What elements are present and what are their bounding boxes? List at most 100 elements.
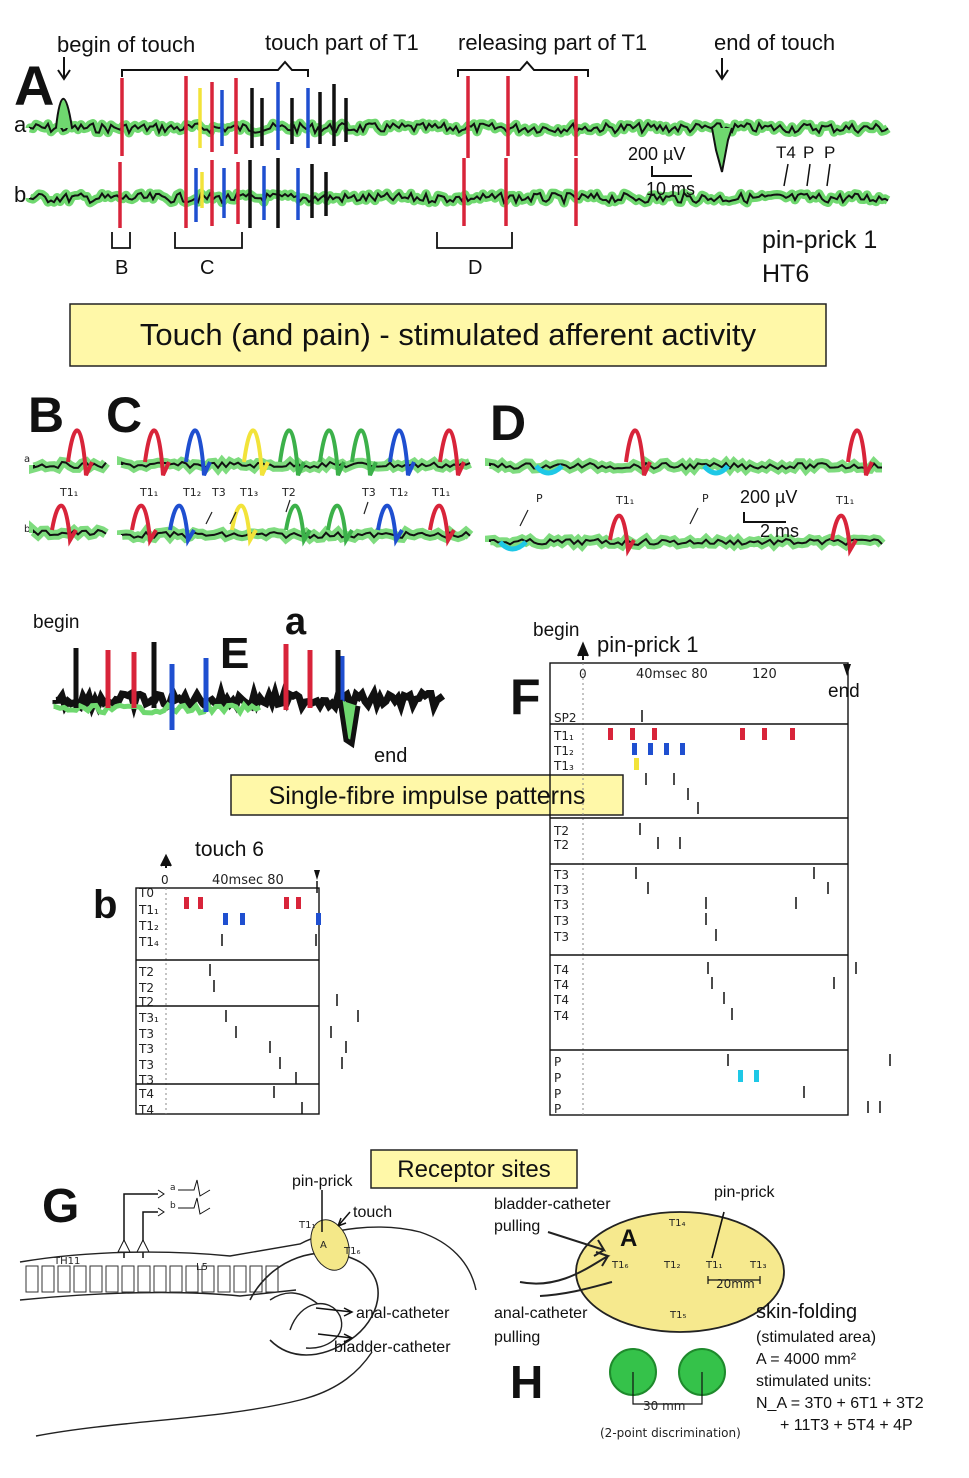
- f-block-mark: [754, 1070, 759, 1082]
- f-title: pin-prick 1: [597, 632, 698, 657]
- bcd-traces: [29, 428, 886, 557]
- eb-block-mark: [240, 913, 245, 925]
- mini-traces: [178, 1179, 211, 1215]
- bcd-wave-a: [66, 428, 94, 477]
- end-of-touch-label: end of touch: [714, 30, 835, 55]
- h-bladder-label2: pulling: [494, 1218, 540, 1235]
- trace-a-spikes: [55, 76, 733, 173]
- g-label-a: a: [170, 1183, 176, 1193]
- panel-f: begin pin-prick 1 F 0 40msec 80 120 end …: [510, 620, 891, 1116]
- c-label-7: T1₂: [389, 486, 408, 499]
- panel-d-letter: D: [490, 395, 526, 451]
- f-row-label: T4: [553, 963, 569, 977]
- eb-row-label: T1₄: [138, 935, 159, 949]
- c-trace-b: [121, 530, 471, 540]
- bcd-wave-a: [438, 428, 466, 477]
- h-site-3: T1₂: [663, 1260, 680, 1271]
- vertebra: [41, 1265, 55, 1293]
- h-site-5: T1₃: [749, 1260, 766, 1271]
- vertebra: [57, 1265, 71, 1293]
- bracket-d: [436, 232, 513, 249]
- banner-receptor-text: Receptor sites: [397, 1156, 550, 1183]
- f-row-label: T4: [553, 978, 569, 992]
- d-trace-a: [489, 461, 882, 471]
- touch-part-label: touch part of T1: [265, 30, 419, 55]
- f-row-label: P: [554, 1102, 561, 1116]
- f-block-mark: [634, 758, 639, 770]
- g-label-t16: T1₆: [343, 1246, 360, 1257]
- bcd-wave-b: [284, 503, 312, 547]
- f-begin-arrow-icon: [577, 641, 589, 660]
- bcd-wave-b: [50, 503, 78, 547]
- f-block-mark: [664, 743, 669, 755]
- g-area-letter: A: [320, 1240, 327, 1251]
- f-block-mark: [740, 728, 745, 740]
- f-row-label: P: [554, 1087, 561, 1101]
- eb-row-label: T3: [138, 1058, 154, 1072]
- banner-touch-text: Touch (and pain) - stimulated afferent a…: [140, 317, 757, 352]
- h-skin-area: [575, 1211, 785, 1333]
- eb-end-arrow-icon: [314, 870, 320, 880]
- f-row-label: T1₂: [553, 744, 574, 758]
- leg-outline: [35, 1351, 373, 1437]
- vertebra: [233, 1265, 247, 1293]
- eb-row-label: T2: [138, 981, 154, 995]
- stimulus-label: pin-prick 1: [762, 226, 877, 254]
- vertebra: [89, 1265, 103, 1293]
- eb-row-label: T2: [138, 965, 154, 979]
- eb-row-label: T3: [138, 1042, 154, 1056]
- panel-h-letter: H: [510, 1356, 543, 1408]
- f-row-label: T3: [553, 898, 569, 912]
- rectum-outline: [269, 1292, 319, 1305]
- f-block-mark: [630, 728, 635, 740]
- banner-receptor: Receptor sites: [370, 1149, 578, 1189]
- panel-a: A begin of touch touch part of T1 releas…: [14, 30, 891, 288]
- d-p-wave-a1: [534, 464, 564, 476]
- eb-begin-arrow-icon: [160, 853, 172, 868]
- marker-t4: T4: [776, 143, 796, 162]
- d-label-p2: P: [702, 492, 709, 505]
- f-group-dividers: [550, 723, 848, 1051]
- f-block-mark: [652, 728, 657, 740]
- h-site-2: T1₆: [611, 1260, 628, 1271]
- h-dist-bar: [707, 1276, 761, 1284]
- scale-voltage-d: 200 µV: [740, 487, 797, 507]
- eb-row-label: T3: [138, 1073, 154, 1087]
- vertebra: [265, 1265, 279, 1293]
- preparation-label: HT6: [762, 260, 809, 288]
- bcd-wave-a: [846, 428, 874, 477]
- bcd-wave-a: [242, 428, 270, 477]
- e-spikes: [73, 642, 361, 749]
- e-trace-halo: [53, 700, 262, 717]
- d-trace-b: [489, 537, 883, 547]
- banner-touch: Touch (and pain) - stimulated afferent a…: [69, 303, 827, 367]
- bcd-wave-b: [130, 503, 158, 547]
- panel-e: begin E a end: [33, 601, 446, 767]
- f-row-label: T1₁: [553, 729, 574, 743]
- two-point-note: (2-point discrimination): [600, 1426, 741, 1440]
- eb-group-dividers: [136, 959, 319, 1085]
- eb-row-label: T0: [138, 886, 154, 900]
- begin-arrow-icon: [57, 57, 71, 81]
- electrode-tips-icon: [157, 1189, 165, 1217]
- vertebra: [217, 1265, 231, 1293]
- f-frame: [549, 662, 849, 1116]
- bcd-wave-b: [376, 503, 404, 547]
- d-p-wave-a2: [702, 464, 730, 476]
- f-block-mark: [648, 743, 653, 755]
- g-touch-label: touch: [353, 1204, 392, 1221]
- f-row-label: T1₃: [553, 759, 574, 773]
- h-area-eq: A = 4000 mm²: [756, 1351, 857, 1368]
- scale-time-d: 2 ms: [760, 521, 799, 541]
- eb-block-mark: [198, 897, 203, 909]
- pelvis-outline: [249, 1252, 379, 1356]
- bcd-wave-b: [326, 503, 354, 547]
- bcd-wave-a: [350, 428, 378, 477]
- vertebrae: [25, 1265, 279, 1293]
- eb-marks: [184, 881, 359, 1114]
- f-row-label: T3: [553, 914, 569, 928]
- eb-row-label: T3₁: [138, 1011, 159, 1025]
- bcd-wave-b: [428, 503, 456, 547]
